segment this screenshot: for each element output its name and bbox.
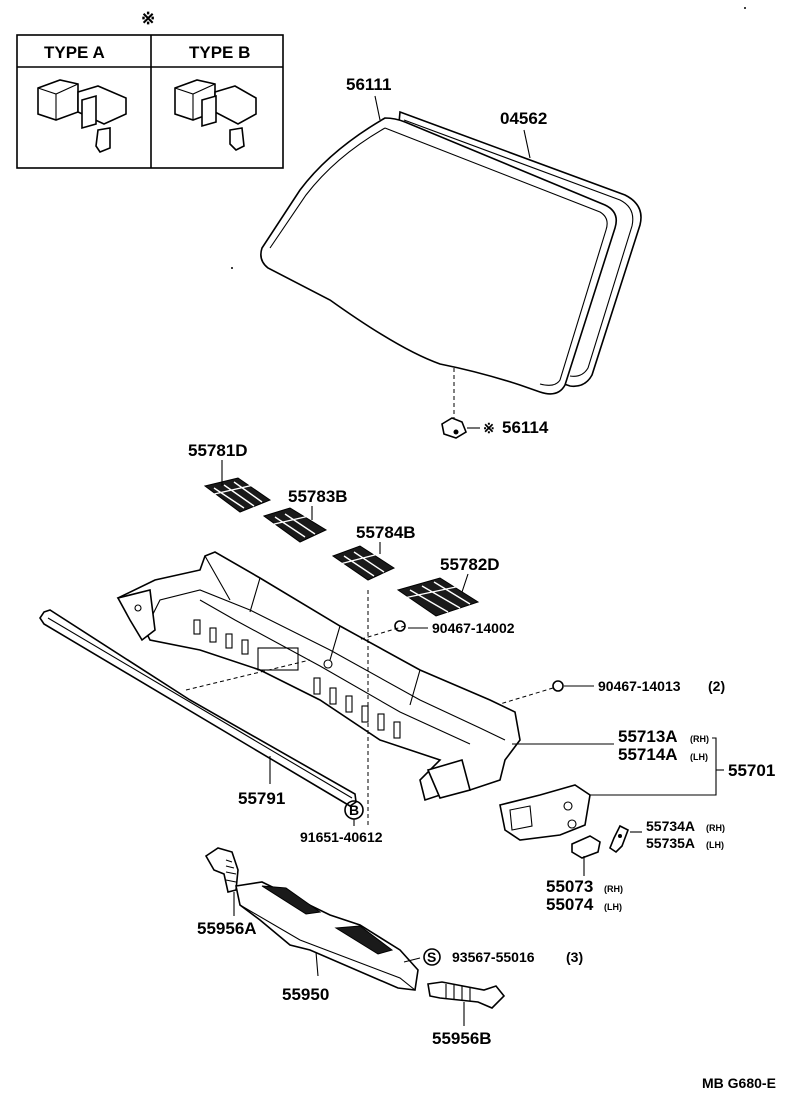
duct-55950 (235, 881, 419, 991)
weatherstrip-04562 (379, 110, 642, 388)
clip-type-b-drawing (174, 79, 257, 151)
louver-screens: 55781D 55783B 55784B 55782D (188, 441, 500, 617)
clip-56114 (441, 417, 467, 439)
part-label-93567-55016: 93567-55016 (452, 949, 535, 965)
part-label-55734a: 55734A (646, 818, 695, 834)
part-label-55073: 55073 (546, 877, 593, 896)
fastener-91651-40612: B 91651-40612 (300, 800, 383, 845)
part-side-55714a: (LH) (690, 752, 708, 762)
part-label-55701: 55701 (728, 761, 775, 780)
legend-frame (16, 34, 284, 169)
part-side-55073: (RH) (604, 884, 623, 894)
legend-type-b-label: TYPE B (189, 43, 250, 62)
part-label-55714a: 55714A (618, 745, 678, 764)
screen-55784b (331, 545, 396, 581)
bolt-90467-14013 (552, 680, 564, 692)
windshield-assembly: 56111 04562 ※ 56114 (260, 75, 642, 439)
hose-55956a (204, 847, 239, 893)
part-side-55074: (LH) (604, 902, 622, 912)
cowl-top-panel: 90467-14002 90467-14013 (2) 55713A (RH) … (116, 551, 775, 841)
part-label-55781d: 55781D (188, 441, 248, 460)
windshield-glass-56111 (260, 117, 618, 395)
part-label-55735a: 55735A (646, 835, 695, 851)
hose-55956b (427, 981, 506, 1009)
part-label-04562: 04562 (500, 109, 547, 128)
part-mark-93567: S (427, 949, 436, 965)
part-label-55956a: 55956A (197, 919, 257, 938)
part-label-90467-14013: 90467-14013 (598, 678, 681, 694)
part-label-55784b: 55784B (356, 523, 416, 542)
part-side-55713a: (RH) (690, 734, 709, 744)
part-label-55713a: 55713A (618, 727, 678, 746)
diagram-code: MB G680-E (702, 1075, 776, 1091)
clip-type-legend: ※ TYPE A TYPE B (16, 9, 284, 169)
bracket-55713a-55714a (499, 784, 591, 841)
part-label-55791: 55791 (238, 789, 285, 808)
part-label-56114: 56114 (502, 418, 549, 437)
part-side-55735a: (LH) (706, 840, 724, 850)
intake-duct-assembly: 55956A 55950 S 93567-55016 (3) 55956B (197, 847, 583, 1048)
part-mark-56114: ※ (483, 420, 495, 436)
part-mark-91651: B (349, 802, 359, 818)
hinge-parts: 55734A (RH) 55735A (LH) 55073 (RH) 55074… (546, 818, 725, 914)
part-label-55956b: 55956B (432, 1029, 492, 1048)
screen-55783b (262, 507, 328, 543)
part-side-55734a: (RH) (706, 823, 725, 833)
clip-type-a-drawing (37, 79, 127, 153)
legend-type-a-label: TYPE A (44, 43, 105, 62)
part-label-91651-40612: 91651-40612 (300, 829, 383, 845)
legend-mark: ※ (141, 9, 155, 28)
part-qty-93567: (3) (566, 949, 583, 965)
part-label-90467-14002: 90467-14002 (432, 620, 515, 636)
part-55073-55074 (571, 835, 601, 859)
part-label-55950: 55950 (282, 985, 329, 1004)
part-label-55783b: 55783B (288, 487, 348, 506)
part-label-55782d: 55782D (440, 555, 500, 574)
part-qty-90467-14013: (2) (708, 678, 725, 694)
part-55734a-55735a (609, 824, 630, 854)
part-label-56111: 56111 (346, 75, 391, 94)
part-label-55074: 55074 (546, 895, 594, 914)
